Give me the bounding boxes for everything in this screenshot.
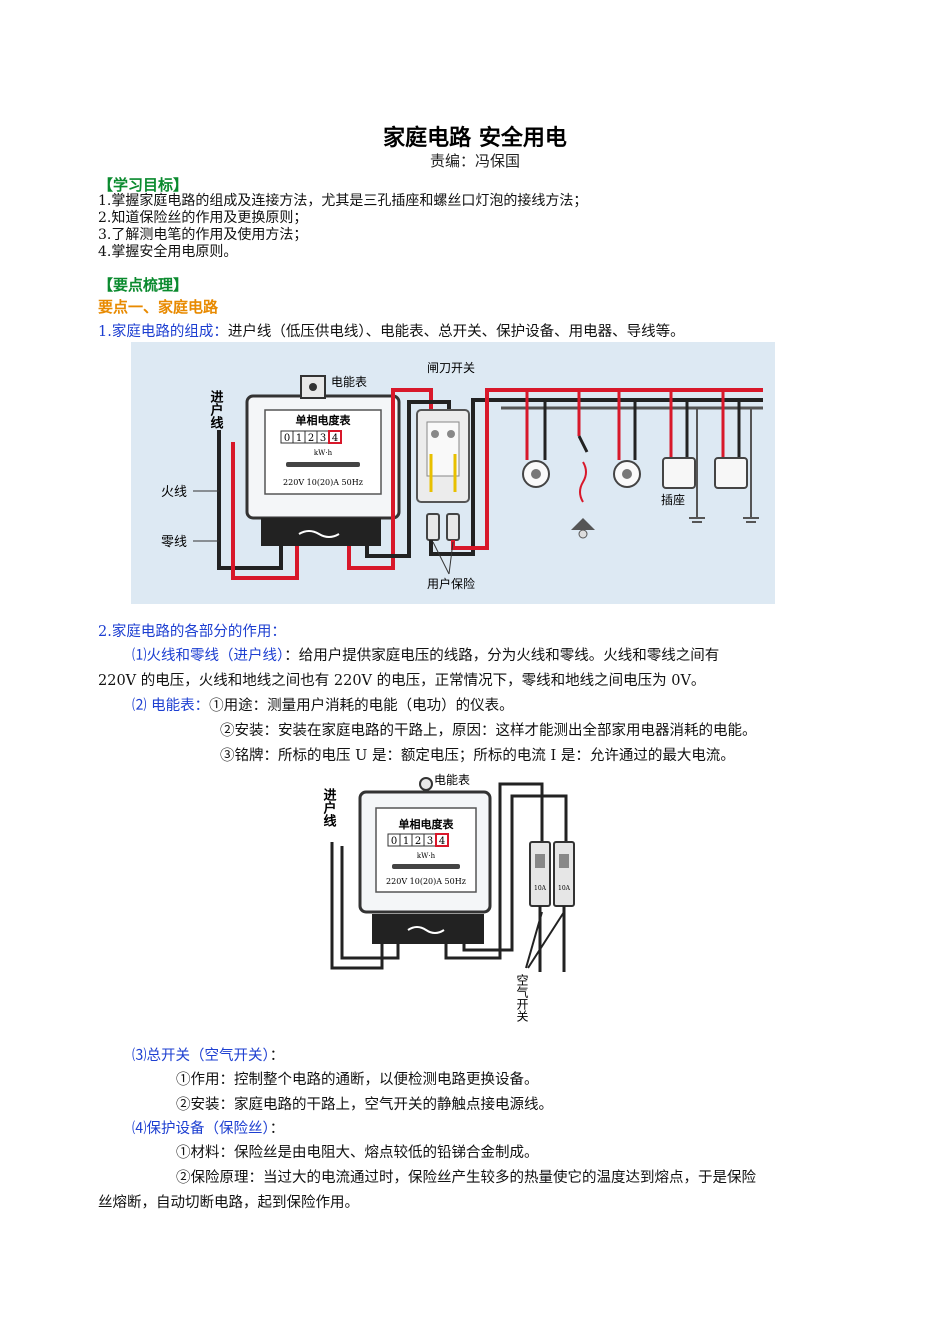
meter-rating: 220V 10(20)A 50Hz [283,478,363,487]
item4-line: ⑷保护设备（保险丝）： [132,1117,284,1138]
item4-colon: ： [269,1121,285,1137]
meter-title: 单相电度表 [296,413,352,427]
svg-text:2: 2 [415,836,421,847]
item2-use: ①用途：测量用户消耗的电能（电功）的仪表。 [209,698,514,714]
household-circuit-diagram: 单相电度表 0 1 2 3 4 kW·h 220V 10(20)A 50Hz [131,342,775,604]
item3-install: ②安装：家庭电路的干路上，空气开关的静触点接电源线。 [176,1097,553,1113]
points-heading: 【要点梳理】 [98,276,189,294]
label-incoming-line: 进户线 [208,390,224,430]
item2-label: ⑵ 电能表： [132,698,210,714]
item1-label: ⑴火线和零线（进户线） [132,648,285,664]
item3-colon: ： [269,1048,285,1064]
meter2-title: 单相电度表 [399,817,455,831]
item4-principle: ②保险原理：当过大的电流通过时，保险丝产生较多的热量使它的温度达到熔点，于是保险 [176,1170,756,1186]
editor-line: 责编：冯保国 [429,152,520,170]
svg-text:3: 3 [320,433,326,444]
svg-text:0: 0 [284,433,290,444]
composition-label: 1.家庭电路的组成： [98,324,228,340]
item2-install: ②安装：安装在家庭电路的干路上，原因：这样才能测出全部家用电器消耗的电能。 [220,723,757,739]
objectives-heading: 【学习目标】 [98,176,189,194]
item1-text-cont: 220V 的电压，火线和地线之间也有 220V 的电压，正常情况下，零线和地线之… [98,673,706,689]
label2-meter: 电能表 [434,773,470,787]
label-socket: 插座 [661,492,685,507]
meter2-rating: 220V 10(20)A 50Hz [386,877,466,886]
item3-line: ⑶总开关（空气开关）： [132,1044,284,1065]
label-air-breaker: 空气开关 [515,974,529,1022]
item3-function: ①作用：控制整个电路的通断，以便检测电路更换设备。 [176,1072,539,1088]
label-meter: 电能表 [331,375,367,389]
objective-item: 3.了解测电笔的作用及使用方法； [98,227,308,243]
item1-line: ⑴火线和零线（进户线）：给用户提供家庭电压的线路，分为火线和零线。火线和零线之间… [132,644,719,665]
objective-item: 2.知道保险丝的作用及更换原则； [98,210,308,226]
label-live-wire: 火线 [161,485,187,500]
svg-text:4: 4 [332,433,338,444]
item1-text: ：给用户提供家庭电压的线路，分为火线和零线。火线和零线之间有 [284,648,720,664]
composition-text: 进户线（低压供电线）、电能表、总开关、保护设备、用电器、导线等。 [227,324,685,340]
label-knife-switch: 闸刀开关 [427,361,475,375]
breaker-rating: 10A [534,885,547,892]
breaker-rating: 10A [558,885,571,892]
svg-text:4: 4 [439,836,445,847]
meter2-unit: kW·h [417,852,436,860]
objective-item: 4.掌握安全用电原则。 [98,244,238,260]
svg-text:3: 3 [427,836,433,847]
meter2-digits: 0 1 2 3 4 [387,833,449,847]
page-title: 家庭电路 安全用电 [383,126,567,151]
svg-text:2: 2 [308,433,314,444]
meter-unit: kW·h [314,449,333,457]
point1-heading: 要点一、家庭电路 [98,298,219,316]
meter-digits: 0 1 2 3 4 [280,430,342,444]
item4-principle-cont: 丝熔断，自动切断电路，起到保险作用。 [98,1195,359,1211]
label-neutral-wire: 零线 [161,535,187,550]
composition-line: 1.家庭电路的组成：进户线（低压供电线）、电能表、总开关、保护设备、用电器、导线… [98,320,685,341]
item2-line: ⑵ 电能表：①用途：测量用户消耗的电能（电功）的仪表。 [132,694,514,715]
item2-plate: ③铭牌：所标的电压 U 是：额定电压；所标的电流 I 是：允许通过的最大电流。 [220,748,735,764]
svg-text:0: 0 [391,836,397,847]
objective-item: 1.掌握家庭电路的组成及连接方法，尤其是三孔插座和螺丝口灯泡的接线方法； [98,193,588,209]
item4-material: ①材料：保险丝是由电阻大、熔点较低的铅锑合金制成。 [176,1145,539,1161]
label-user-fuse: 用户保险 [427,576,475,591]
item4-label: ⑷保护设备（保险丝） [132,1121,270,1137]
meter-breaker-diagram: 单相电度表 0 1 2 3 4 kW·h 220V 10(20)A 50Hz 1… [320,772,585,1034]
functions-heading: 2.家庭电路的各部分的作用： [98,624,286,640]
svg-text:1: 1 [296,433,302,444]
label2-incoming-line: 进户线 [321,788,337,828]
item3-label: ⑶总开关（空气开关） [132,1048,270,1064]
svg-text:1: 1 [403,836,409,847]
